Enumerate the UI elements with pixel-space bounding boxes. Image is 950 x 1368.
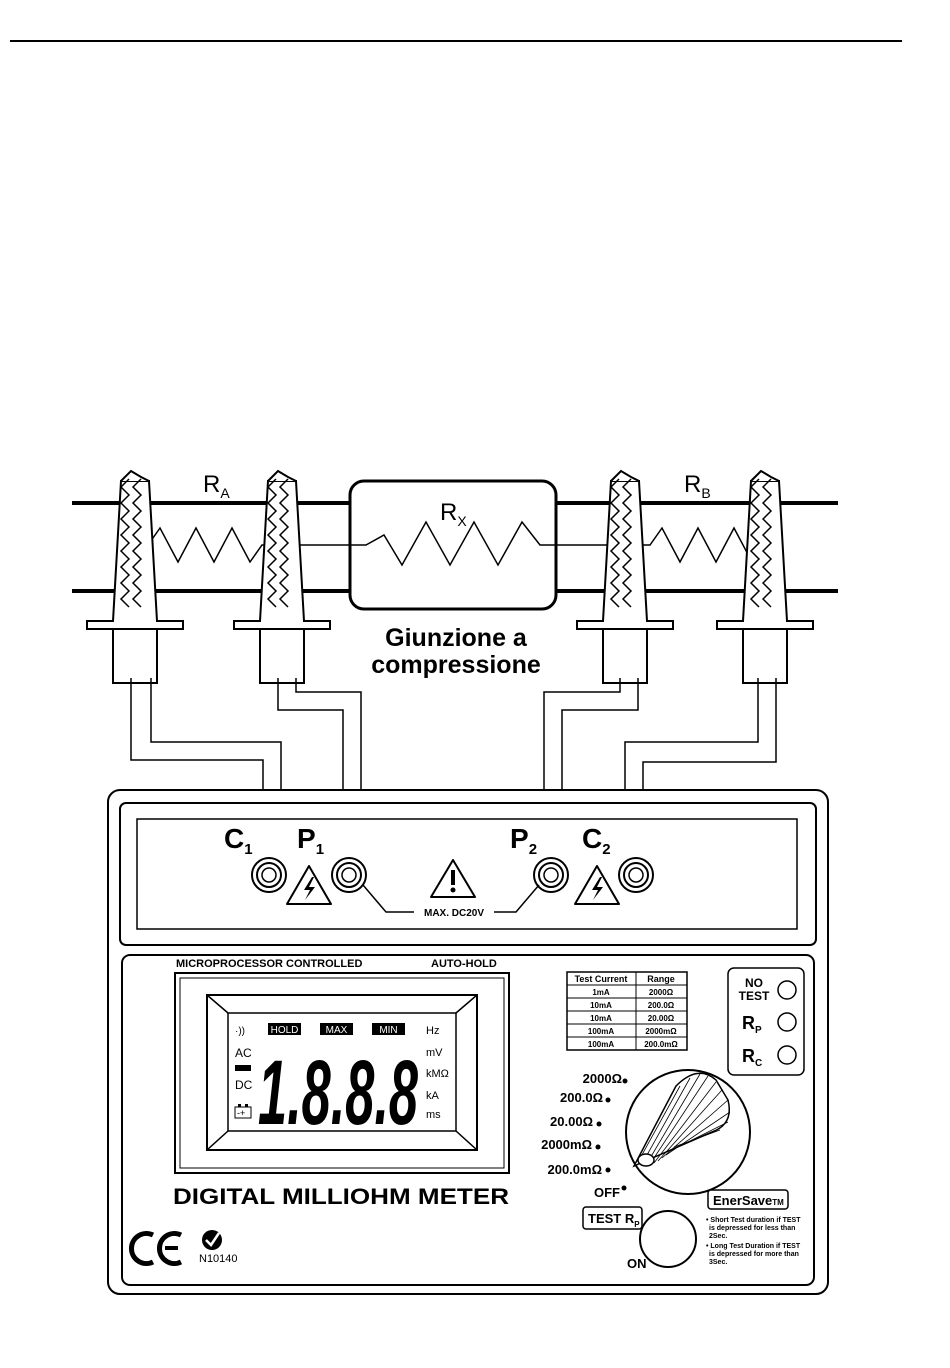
ce-mark-icon [129,1231,183,1266]
lcd-unit-kmohm: kMΩ [426,1068,449,1080]
test-current-table: Test Current Range 1mA 2000Ω 10mA 200.0Ω… [566,971,688,1051]
no-test-led [777,980,797,1000]
table-cell: 200.0Ω [648,1001,675,1010]
enersave-badge [707,1189,789,1210]
lcd-dc-label: DC [235,1078,253,1092]
terminal-c2-label: C2 [582,823,611,858]
rc-led [777,1045,797,1065]
lcd-ac-label: AC [235,1046,252,1060]
terminal-p2-label: P2 [510,823,537,858]
resistor-rx-wave [280,520,622,567]
terminal-c1-label: C1 [224,823,253,858]
table-cell: 100mA [588,1027,614,1036]
lcd-digits: 1.8.8.8 [258,1042,418,1144]
table-cell: 10mA [590,1014,612,1023]
note-long-line2: is depressed for more than [709,1251,799,1258]
table-cell: 200.0mΩ [644,1040,678,1049]
note-short-line2: is depressed for less than [709,1225,795,1232]
auto-hold-label: AUTO-HOLD [431,958,497,970]
rp-indicator-label: RP [742,1013,762,1036]
resistor-rx-label: RX [440,499,467,529]
lcd-unit-mv: mV [426,1047,443,1059]
table-cell: 2000Ω [649,988,674,997]
lcd-unit-ms: ms [426,1109,441,1121]
table-header-current: Test Current [575,974,628,984]
lcd-unit-hz: Hz [426,1025,439,1037]
table-header-range: Range [647,974,675,984]
resistor-rb-label: RB [684,471,711,501]
test-rp-label: TEST RP [588,1211,640,1229]
lcd-battery-icon: -+ [234,1104,252,1119]
dial-label-200mohm: 200.0mΩ [547,1162,602,1177]
rp-led [777,1012,797,1032]
lcd-hold-indicator: HOLD [271,1025,299,1036]
note-long-line3: 3Sec. [709,1259,727,1266]
jack-c2[interactable] [618,857,654,893]
microprocessor-label: MICROPROCESSOR CONTROLLED [176,958,362,970]
table-cell: 20.00Ω [648,1014,675,1023]
lcd-min-indicator: MIN [379,1025,397,1036]
no-test-label-line2: TEST [739,989,770,1003]
table-cell: 2000mΩ [645,1027,677,1036]
test-button[interactable] [639,1210,697,1268]
dial-label-2000ohm: 2000Ω [583,1071,622,1086]
table-cell: 10mA [590,1001,612,1010]
resistor-ra-label: RA [203,471,230,501]
c-tick-mark-icon [202,1230,222,1250]
lcd-continuity-icon: ·)) [235,1026,245,1037]
rc-indicator-label: RC [742,1046,762,1069]
note-short-line1: • Short Test duration if TEST [706,1217,801,1224]
dial-label-off: OFF [594,1185,620,1200]
max-voltage-label: MAX. DC20V [424,908,484,919]
jack-p1[interactable] [331,857,367,893]
dial-label-20ohm: 20.00Ω [550,1114,593,1129]
dial-label-200ohm: 200.0Ω [560,1090,603,1105]
no-test-label-line1: NO [745,976,763,990]
note-short-line3: 2Sec. [709,1233,727,1240]
lcd-max-indicator: MAX [326,1025,348,1036]
table-cell: 1mA [592,988,610,997]
resistor-ra-wave [134,526,280,564]
brand-title: DIGITAL MILLIOHM METER [173,1184,509,1209]
lcd-display: HOLD MAX MIN ·)) AC DC -+ Hz mV kMΩ kA m… [174,972,510,1174]
dial-label-2000mohm: 2000mΩ [541,1137,592,1152]
caution-warning-icon [430,859,476,898]
enersave-label: EnerSaveTM [713,1193,784,1208]
jack-c1[interactable] [251,857,287,893]
cert-code: N10140 [199,1253,238,1265]
svg-text:-+: -+ [237,1108,245,1118]
on-label: ON [627,1256,647,1271]
lcd-unit-ka: kA [426,1090,440,1102]
note-long-line1: • Long Test Duration if TEST [706,1243,801,1250]
table-cell: 100mA [588,1040,614,1049]
jack-p2[interactable] [533,857,569,893]
lcd-negative-sign [235,1065,251,1071]
range-selector-dial[interactable] [625,1069,751,1195]
junction-label-line1: Giunzione a [385,624,528,652]
terminal-panel-inner [136,818,798,930]
junction-label-line2: compressione [371,651,541,679]
terminal-p1-label: P1 [297,823,324,858]
test-rp-label-box [582,1206,643,1230]
